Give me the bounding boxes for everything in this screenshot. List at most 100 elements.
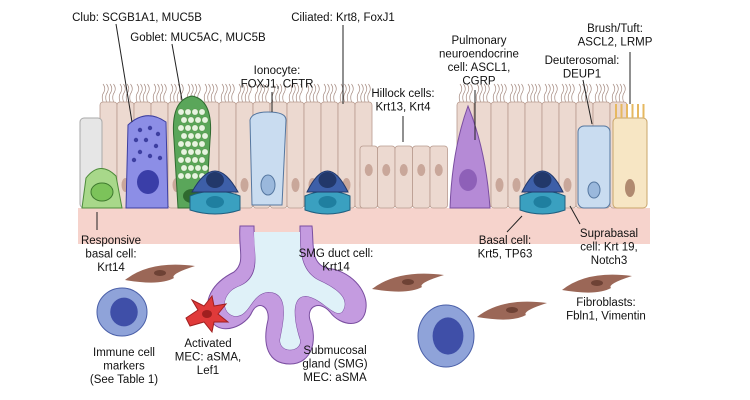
label-activated-mec: Activated [184, 338, 231, 350]
cilium [537, 83, 541, 103]
cilium [496, 83, 500, 103]
cilium [499, 83, 504, 103]
cilium [577, 83, 582, 103]
cilium [343, 83, 347, 103]
nucleus [382, 164, 391, 176]
mucus-granule [191, 156, 199, 164]
cilium [282, 83, 286, 103]
microvilli [615, 104, 645, 118]
cilium [322, 83, 327, 103]
label-responsive-basal: Krt14 [97, 262, 125, 274]
nucleus [206, 196, 224, 208]
granule [143, 137, 149, 143]
mucus-granule [187, 148, 195, 156]
deuterosomal-cell [577, 125, 611, 209]
mucus-granule [198, 140, 206, 148]
mucus-granule [194, 164, 202, 172]
label-ionocyte: FOXJ1, CFTR [241, 79, 314, 91]
label-activated-mec: MEC: aSMA, [175, 352, 241, 364]
nucleus [291, 178, 300, 192]
cilium [244, 83, 249, 103]
cilium [571, 83, 575, 103]
cilium [129, 83, 133, 103]
columnar-cell [286, 101, 305, 209]
cilium [554, 83, 558, 103]
cilium [214, 83, 218, 103]
label-immune: (See Table 1) [90, 374, 158, 386]
cilium [547, 83, 551, 103]
mucus-granule [180, 164, 188, 172]
mucus-granule [187, 132, 195, 140]
mucus-granule [201, 116, 209, 124]
cilium [210, 83, 215, 103]
cilium [550, 83, 555, 103]
label-smg-duct: SMG duct cell: [299, 248, 374, 260]
nucleus [625, 179, 635, 197]
label-deuterosomal: DEUP1 [563, 69, 601, 81]
cilium [462, 83, 466, 103]
cilium [125, 83, 130, 103]
nucleus [154, 270, 166, 276]
cilium [339, 83, 344, 103]
nucleus [260, 174, 276, 196]
cilium [258, 83, 262, 103]
label-smg: Submucosal [303, 345, 366, 357]
granule [147, 153, 153, 159]
label-smg-duct: Krt14 [322, 262, 350, 274]
cilium [295, 83, 300, 103]
mucus-granule [184, 140, 192, 148]
label-suprabasal: Suprabasal [580, 228, 638, 240]
cilium [329, 83, 334, 103]
nucleus [137, 170, 159, 194]
cilium [509, 83, 514, 103]
cilium [112, 83, 116, 103]
cilium [533, 83, 538, 103]
nucleus [512, 178, 521, 192]
cilium [207, 83, 211, 103]
granule [155, 131, 161, 137]
mucus-granule [198, 156, 206, 164]
cilium [227, 83, 232, 103]
mucus-granule [191, 172, 199, 180]
mucus-granules [177, 108, 209, 180]
mucus-granule [194, 116, 202, 124]
immune-cells [96, 287, 475, 368]
label-fibroblasts: Fibroblasts: [576, 297, 635, 309]
label-pnec: Pulmonary [452, 35, 507, 47]
cilium [601, 83, 606, 103]
cilium [363, 83, 368, 103]
label-hillock: Hillock cells: [371, 88, 434, 100]
nucleus [364, 164, 373, 176]
nucleus [533, 196, 552, 208]
cilium [237, 83, 242, 103]
nucleus [495, 178, 504, 192]
cilium [618, 83, 623, 103]
cilium [622, 83, 626, 103]
label-club: Club: SCGB1A1, MUC5B [72, 12, 202, 24]
label-pnec: CGRP [462, 76, 496, 88]
mucus-granule [180, 116, 188, 124]
cilium [159, 83, 164, 103]
mucus-granule [180, 132, 188, 140]
cilium [492, 83, 497, 103]
cilium [588, 83, 592, 103]
cilium [309, 83, 313, 103]
nucleus [587, 181, 601, 199]
nucleus [533, 172, 552, 188]
nucleus [563, 178, 572, 192]
cilium [482, 83, 487, 103]
label-basal: Krt5, TP63 [478, 249, 533, 261]
columnar-cell [490, 101, 509, 209]
mucus-granule [177, 108, 185, 116]
submucosal-gland [207, 225, 367, 365]
label-smg: gland (SMG) [302, 359, 367, 371]
label-ionocyte: Ionocyte: [254, 65, 301, 77]
nucleus [318, 196, 337, 208]
cilium [367, 83, 371, 103]
nucleus [591, 280, 603, 286]
cilium [261, 83, 266, 103]
cilium [520, 83, 524, 103]
cilium [288, 83, 293, 103]
label-ciliated: Ciliated: Krt8, FoxJ1 [291, 12, 395, 24]
